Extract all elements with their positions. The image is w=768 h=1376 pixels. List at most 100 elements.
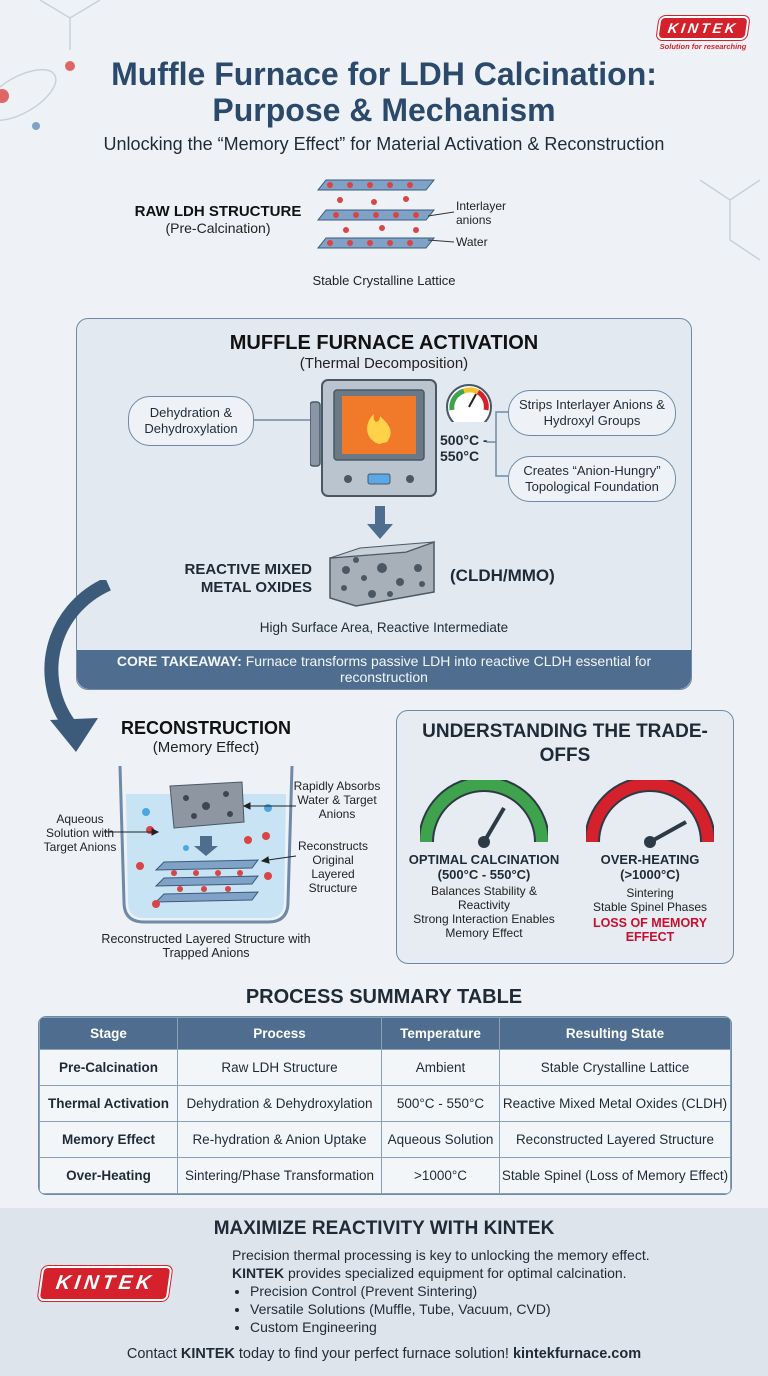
table-cell: >1000°C (381, 1157, 500, 1194)
overheating-gauge-icon (586, 780, 714, 848)
label-aqueous-solution: Aqueous Solution with Target Anions (43, 812, 117, 854)
core-takeaway-banner: CORE TAKEAWAY: Furnace transforms passiv… (77, 650, 691, 689)
cta-contact-line: Contact KINTEK today to find your perfec… (0, 1346, 768, 1362)
contact-pre: Contact (126, 1346, 177, 1362)
down-arrow-icon (367, 506, 393, 539)
reconstruction-caption: Reconstructed Layered Structure with Tra… (101, 932, 311, 960)
brand-name: KINTEK (656, 16, 750, 40)
col-process: Process (177, 1017, 382, 1050)
optimal-title: OPTIMAL CALCINATION (408, 852, 560, 867)
table-row: Pre-Calcination Raw LDH Structure Ambien… (39, 1049, 731, 1086)
table-cell: Re-hydration & Anion Uptake (177, 1121, 382, 1158)
pill-dehydration: Dehydration & Dehydroxylation (128, 396, 254, 446)
product-caption: High Surface Area, Reactive Intermediate (259, 620, 509, 635)
connector-right (486, 411, 508, 477)
optimal-gauge-icon (420, 780, 548, 848)
cta-logo: KINTEK (37, 1266, 173, 1301)
label-water: Water (456, 235, 488, 249)
col-stage: Stage (39, 1017, 178, 1050)
table-cell: Reconstructed Layered Structure (499, 1121, 731, 1158)
muffle-furnace-icon (310, 379, 437, 497)
takeaway-text: Furnace transforms passive LDH into reac… (245, 653, 652, 685)
title-line-2: Purpose & Mechanism (212, 92, 556, 128)
brand-logo: KINTEK Solution for researching (648, 16, 758, 51)
table-row: Thermal Activation Dehydration & Dehydro… (39, 1085, 731, 1122)
label-interlayer-anions: Interlayer anions (456, 199, 507, 227)
raw-caption: Stable Crystalline Lattice (312, 273, 456, 288)
col-temperature: Temperature (381, 1017, 500, 1050)
table-cell: Raw LDH Structure (177, 1049, 382, 1086)
reconstruction-subheading: (Memory Effect) (152, 739, 260, 756)
pill-strips-anions: Strips Interlayer Anions & Hydroxyl Grou… (508, 390, 676, 436)
over-warning: LOSS OF MEMORY EFFECT (592, 916, 708, 944)
table-cell: Reactive Mixed Metal Oxides (CLDH) (499, 1085, 731, 1122)
process-summary-table: Stage Process Temperature Resulting Stat… (38, 1016, 732, 1195)
porous-oxide-icon (329, 540, 435, 607)
tradeoffs-heading: UNDERSTANDING THE TRADE-OFFS (422, 721, 708, 766)
title-line-1: Muffle Furnace for LDH Calcination: (111, 56, 657, 92)
furnace-heading-block: MUFFLE FURNACE ACTIVATION (Thermal Decom… (76, 332, 692, 372)
table-cell: Pre-Calcination (39, 1049, 178, 1086)
page-subtitle: Unlocking the “Memory Effect” for Materi… (103, 134, 665, 154)
table-cell: Stable Spinel (Loss of Memory Effect) (499, 1157, 731, 1194)
raw-ldh-heading-block: RAW LDH STRUCTURE (Pre-Calcination) (120, 203, 316, 236)
product-heading: REACTIVE MIXED METAL OXIDES (184, 561, 312, 596)
furnace-subheading: (Thermal Decomposition) (299, 355, 469, 372)
optimal-line1: Balances Stability & Reactivity (430, 884, 538, 912)
contact-brand: KINTEK (180, 1346, 235, 1362)
table-row: Memory Effect Re-hydration & Anion Uptak… (39, 1121, 731, 1158)
table-cell: Dehydration & Dehydroxylation (177, 1085, 382, 1122)
brand-tagline: Solution for researching (659, 42, 747, 51)
leader-lines (428, 211, 455, 243)
cta-body: Precision thermal processing is key to u… (232, 1246, 732, 1336)
curved-arrow-icon (44, 580, 112, 752)
pill-anion-hungry: Creates “Anion-Hungry” Topological Found… (508, 456, 676, 502)
takeaway-label: CORE TAKEAWAY: (116, 653, 242, 669)
product-abbreviation: (CLDH/MMO) (450, 566, 555, 585)
over-title: OVER-HEATING (600, 852, 700, 867)
table-heading: PROCESS SUMMARY TABLE (245, 986, 523, 1008)
table-cell: Ambient (381, 1049, 500, 1086)
label-reconstructs: Reconstructs Original Layered Structure (297, 839, 369, 895)
list-item: Versatile Solutions (Muffle, Tube, Vacuu… (250, 1300, 732, 1318)
optimal-block: OPTIMAL CALCINATION (500°C - 550°C) Bala… (404, 852, 564, 940)
temperature-gauge-icon (446, 384, 492, 422)
table-cell: Memory Effect (39, 1121, 178, 1158)
optimal-range: (500°C - 550°C) (437, 867, 531, 882)
beaker-illustration (118, 765, 294, 924)
list-item: Custom Engineering (250, 1318, 732, 1336)
list-item: Precision Control (Prevent Sintering) (250, 1282, 732, 1300)
cta-line2-brand: KINTEK (232, 1265, 285, 1281)
cta-logo-text: KINTEK (37, 1266, 173, 1301)
page-title: Muffle Furnace for LDH Calcination: Purp… (0, 56, 768, 128)
table-cell: Thermal Activation (39, 1085, 178, 1122)
furnace-heading: MUFFLE FURNACE ACTIVATION (229, 332, 539, 354)
col-resulting-state: Resulting State (499, 1017, 731, 1050)
label-absorbs: Rapidly Absorbs Water & Target Anions (293, 779, 381, 821)
optimal-line2: Strong Interaction Enables Memory Effect (413, 912, 555, 940)
overheating-block: OVER-HEATING (>1000°C) Sintering Stable … (570, 852, 730, 944)
table-cell: Aqueous Solution (381, 1121, 500, 1158)
table-cell: Sintering/Phase Transformation (177, 1157, 382, 1194)
table-row: Over-Heating Sintering/Phase Transformat… (39, 1157, 731, 1194)
cta-line2-text: provides specialized equipment for optim… (288, 1265, 627, 1281)
reconstruction-heading: RECONSTRUCTION (121, 718, 291, 738)
over-line2: Stable Spinel Phases (592, 900, 708, 914)
cta-line1: Precision thermal processing is key to u… (232, 1247, 650, 1263)
cta-heading: MAXIMIZE REACTIVITY WITH KINTEK (213, 1218, 555, 1239)
cta-bullet-list: Precision Control (Prevent Sintering) Ve… (250, 1282, 732, 1336)
furnace-temperature: 500°C - 550°C (440, 432, 488, 464)
reconstruction-heading-block: RECONSTRUCTION (Memory Effect) (100, 718, 312, 756)
ldh-layer-illustration (316, 179, 436, 249)
table-cell: Stable Crystalline Lattice (499, 1049, 731, 1086)
tradeoffs-panel (396, 710, 734, 964)
table-cell: 500°C - 550°C (381, 1085, 500, 1122)
contact-url-link[interactable]: kintekfurnace.com (512, 1346, 642, 1362)
over-line1: Sintering (626, 886, 674, 900)
raw-ldh-subheading: (Pre-Calcination) (165, 220, 271, 236)
reconstruction-arrows (104, 802, 297, 864)
table-cell: Over-Heating (39, 1157, 178, 1194)
raw-ldh-heading: RAW LDH STRUCTURE (134, 203, 302, 220)
connector-left (254, 419, 314, 421)
contact-mid: today to find your perfect furnace solut… (238, 1346, 509, 1362)
